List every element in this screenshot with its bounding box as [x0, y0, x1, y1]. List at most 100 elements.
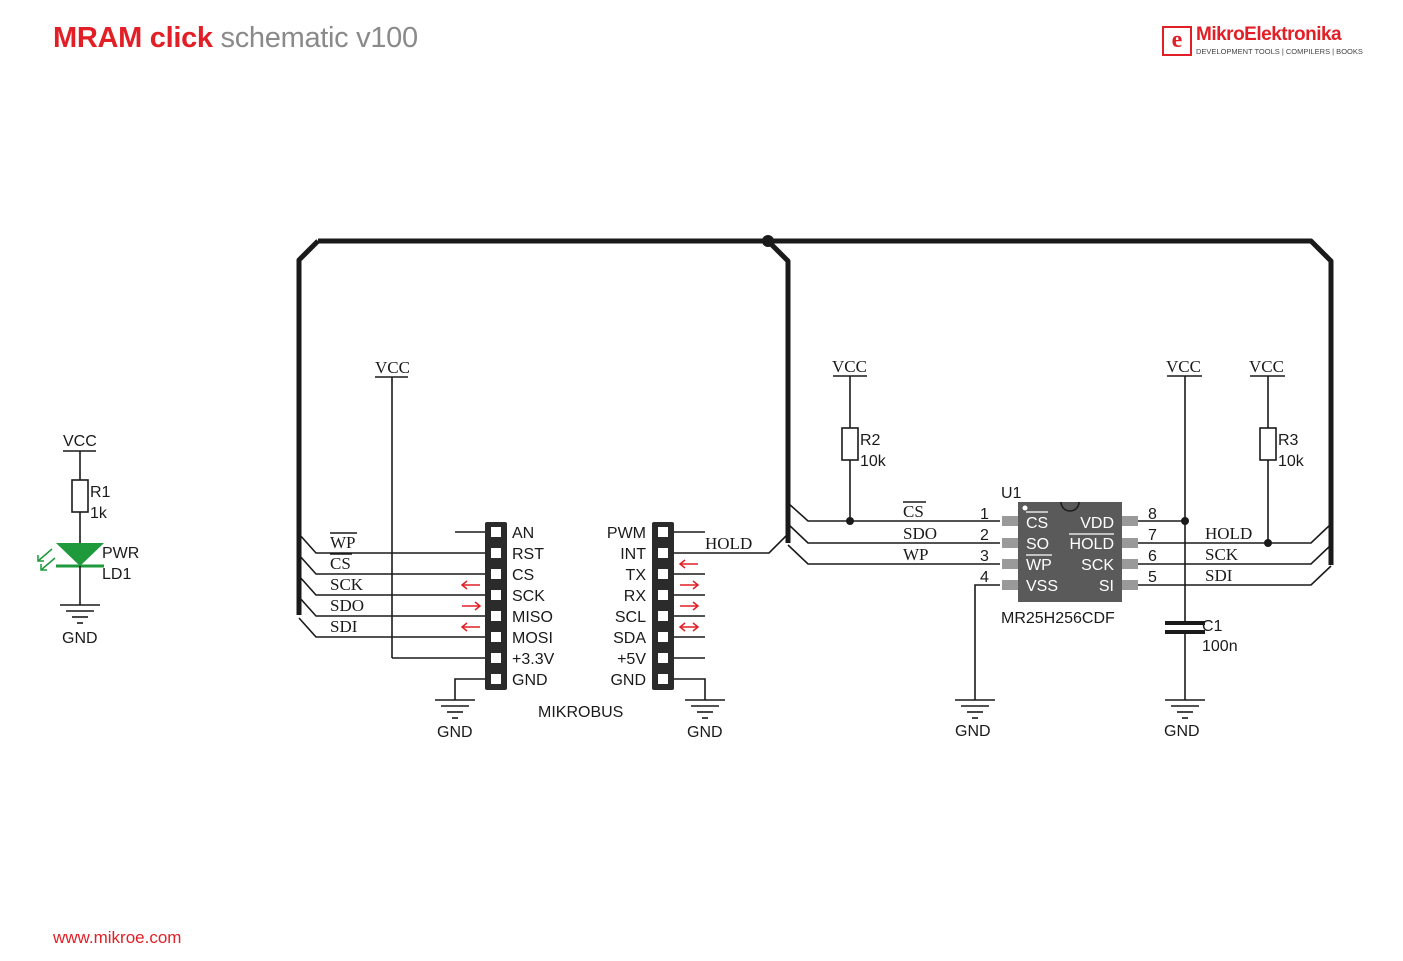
c1-vcc-label: VCC	[1166, 357, 1201, 376]
ic-pin-so-name: SO	[1026, 536, 1049, 553]
mb-pin-gnd-left: GND	[512, 672, 548, 689]
ic-net-sdo: SDO	[903, 524, 937, 543]
r2-resistor-icon	[841, 427, 859, 461]
wire-sck	[298, 575, 485, 596]
bus-left-loop	[296, 238, 791, 615]
mikrobus-vcc-label: VCC	[375, 358, 410, 377]
gnd-right-wire	[674, 678, 706, 700]
mb-gnd-right-label: GND	[687, 724, 723, 741]
ic-pin8-num: 8	[1148, 506, 1157, 523]
r3-resistor-icon	[1259, 427, 1277, 461]
ic-pin-sck-name: SCK	[1081, 557, 1114, 574]
ic-pin-wp-name: WP	[1026, 557, 1052, 574]
wire-ic-cs	[787, 502, 1000, 522]
arrow-rx-out-icon	[680, 601, 700, 611]
ic-ref: U1	[1001, 485, 1022, 502]
r3-name: R3	[1278, 432, 1299, 449]
mb-pin-3v3: +3.3V	[512, 651, 555, 668]
logo-tagline: DEVELOPMENT TOOLS | COMPILERS | BOOKS	[1196, 47, 1363, 56]
ic-pin-cs-name: CS	[1026, 515, 1048, 532]
ic-net-hold: HOLD	[1205, 524, 1252, 543]
ic-pin7-num: 7	[1148, 527, 1157, 544]
mb-pin-sck: SCK	[512, 588, 545, 605]
led-emission-arrows-icon	[37, 548, 56, 571]
bus-right-loop	[768, 238, 1334, 565]
r3-junction-dot	[1264, 539, 1272, 547]
net-label-sdi: SDI	[330, 617, 358, 636]
c1-capacitor-icon	[1165, 621, 1205, 634]
mb-pin-sda: SDA	[613, 630, 646, 647]
signal-bus	[296, 235, 1334, 615]
mb-pin-int: INT	[620, 546, 646, 563]
ic-pin-vdd-name: VDD	[1080, 515, 1114, 532]
wire-wp	[298, 533, 485, 554]
footer-website-link[interactable]: www.mikroe.com	[53, 928, 182, 947]
wire-hold	[674, 533, 789, 554]
wire-ic-si	[1138, 565, 1332, 586]
mikroelektronika-logo: e MikroElektronika DEVELOPMENT TOOLS | C…	[1162, 24, 1363, 60]
ic-net-cs: CS	[903, 502, 924, 521]
led-gnd-icon	[60, 604, 100, 624]
mb-pin-gnd-right: GND	[610, 672, 646, 689]
mb-pin-an: AN	[512, 525, 534, 542]
ic-pin5-num: 5	[1148, 569, 1157, 586]
arrow-miso-out-icon	[462, 601, 482, 611]
r2-value: 10k	[860, 453, 887, 470]
wire-ic-wp	[787, 544, 1000, 565]
c1-gnd-icon	[1165, 699, 1205, 719]
mram-memory-circuit: VCC R2 10k CS SDO WP 1 2 3 4 GND	[787, 357, 1332, 740]
logo-name: MikroElektronika	[1196, 24, 1342, 45]
ic-pin-hold-name: HOLD	[1070, 536, 1114, 553]
gnd-left-wire	[454, 678, 485, 700]
ic-net-sdi: SDI	[1205, 566, 1233, 585]
ic-pin4-num: 4	[980, 569, 989, 586]
ic-pin-vss-name: VSS	[1026, 578, 1058, 595]
power-led-circuit: VCC R1 1k PWR LD1 GND	[37, 433, 139, 647]
mikrobus-header-right	[652, 522, 674, 690]
arrow-mosi-in-icon	[460, 622, 480, 632]
mb-pin-mosi: MOSI	[512, 630, 553, 647]
led-gnd-label: GND	[62, 630, 98, 647]
title-version: schematic v100	[220, 22, 419, 54]
ic-pin1-num: 1	[980, 506, 989, 523]
logo-mark-icon: e	[1162, 26, 1192, 56]
ic-pin2-num: 2	[980, 527, 989, 544]
net-label-sck: SCK	[330, 575, 364, 594]
r2-vcc-label: VCC	[832, 357, 867, 376]
ic-pin6-num: 6	[1148, 548, 1157, 565]
r1-name: R1	[90, 484, 111, 501]
ic-part-number: MR25H256CDF	[1001, 610, 1115, 627]
mb-gnd-left-label: GND	[437, 724, 473, 741]
mb-gnd-left-icon	[435, 699, 475, 719]
net-label-hold: HOLD	[705, 534, 752, 553]
ic-gnd-label: GND	[955, 723, 991, 740]
led-name: PWR	[102, 545, 139, 562]
wire-sdo	[298, 596, 485, 617]
c1-gnd-label: GND	[1164, 723, 1200, 740]
wire-cs	[298, 554, 485, 575]
wire-ic-hold	[1138, 523, 1332, 544]
mb-pin-miso: MISO	[512, 609, 553, 626]
c1-value: 100n	[1202, 638, 1238, 655]
mikrobus-header-left	[485, 522, 507, 690]
mb-gnd-right-icon	[685, 699, 725, 719]
r1-value: 1k	[90, 505, 108, 522]
mikrobus-connector: VCC WP CS SCK SDO SDI	[298, 358, 789, 741]
net-label-sdo: SDO	[330, 596, 364, 615]
arrow-scl-bidir-icon	[678, 622, 700, 632]
net-label-cs: CS	[330, 554, 351, 573]
led-ref: LD1	[102, 566, 131, 583]
title-board-name: MRAM click	[53, 22, 213, 54]
r2-name: R2	[860, 432, 881, 449]
arrow-tx-out-icon	[680, 580, 700, 590]
arrow-int-in-icon	[678, 559, 698, 569]
schematic-title: MRAM click schematic v100	[53, 22, 418, 55]
ic-gnd-icon	[955, 699, 995, 719]
mb-pin-pwm: PWM	[607, 525, 646, 542]
mikrobus-name: MIKROBUS	[538, 704, 623, 721]
wire-sdi	[298, 617, 485, 638]
bus-junction-dot	[762, 235, 774, 247]
mb-pin-scl: SCL	[615, 609, 646, 626]
led-vcc-label: VCC	[63, 433, 97, 450]
